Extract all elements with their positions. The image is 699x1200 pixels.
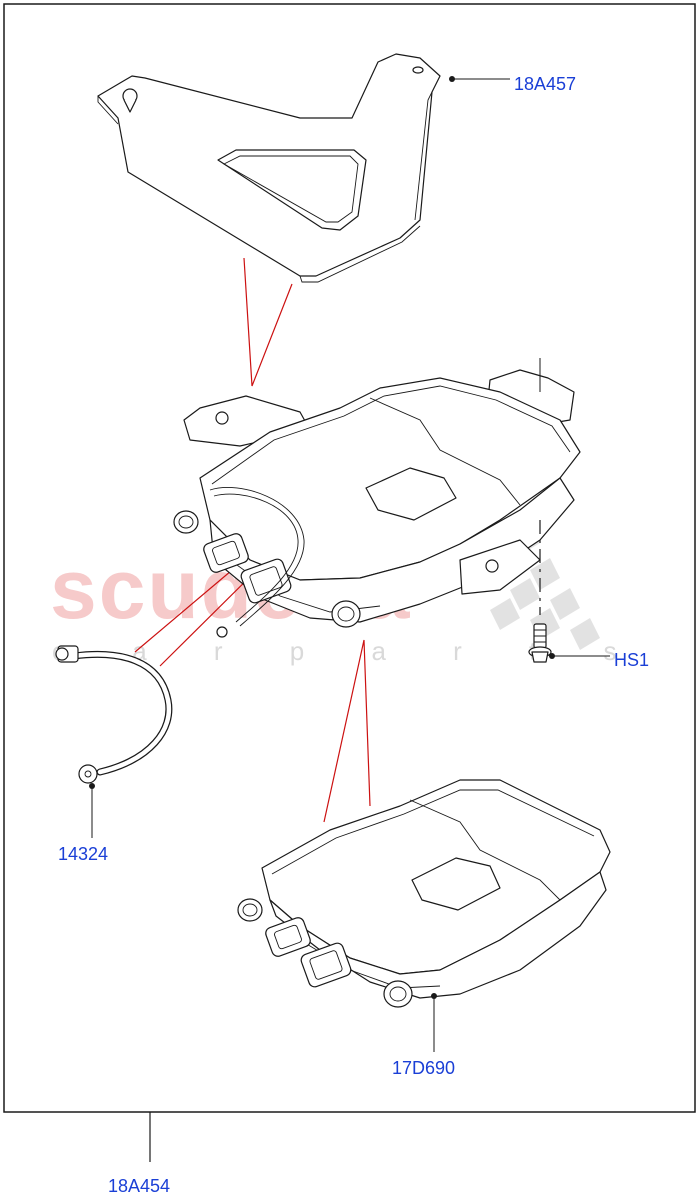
callout-HS1: HS1 bbox=[549, 650, 649, 670]
charger-module bbox=[237, 779, 611, 1008]
watermark-sub: c a r p a r t s bbox=[52, 636, 647, 666]
diagram-frame bbox=[3, 3, 696, 1113]
label-HS1[interactable]: HS1 bbox=[614, 650, 649, 670]
callout-17D690: 17D690 bbox=[392, 993, 455, 1078]
label-17D690[interactable]: 17D690 bbox=[392, 1058, 455, 1078]
charger-assembly-installed bbox=[173, 358, 581, 638]
heat-shield-bracket bbox=[97, 53, 441, 283]
label-14324[interactable]: 14324 bbox=[58, 844, 108, 864]
label-18A457[interactable]: 18A457 bbox=[514, 74, 576, 94]
bolt-hs1 bbox=[528, 520, 552, 663]
earth-cable bbox=[55, 645, 173, 784]
callout-18A454: 18A454 bbox=[108, 1112, 170, 1196]
callout-14324: 14324 bbox=[58, 783, 108, 864]
label-18A454[interactable]: 18A454 bbox=[108, 1176, 170, 1196]
callout-18A457: 18A457 bbox=[449, 74, 576, 94]
